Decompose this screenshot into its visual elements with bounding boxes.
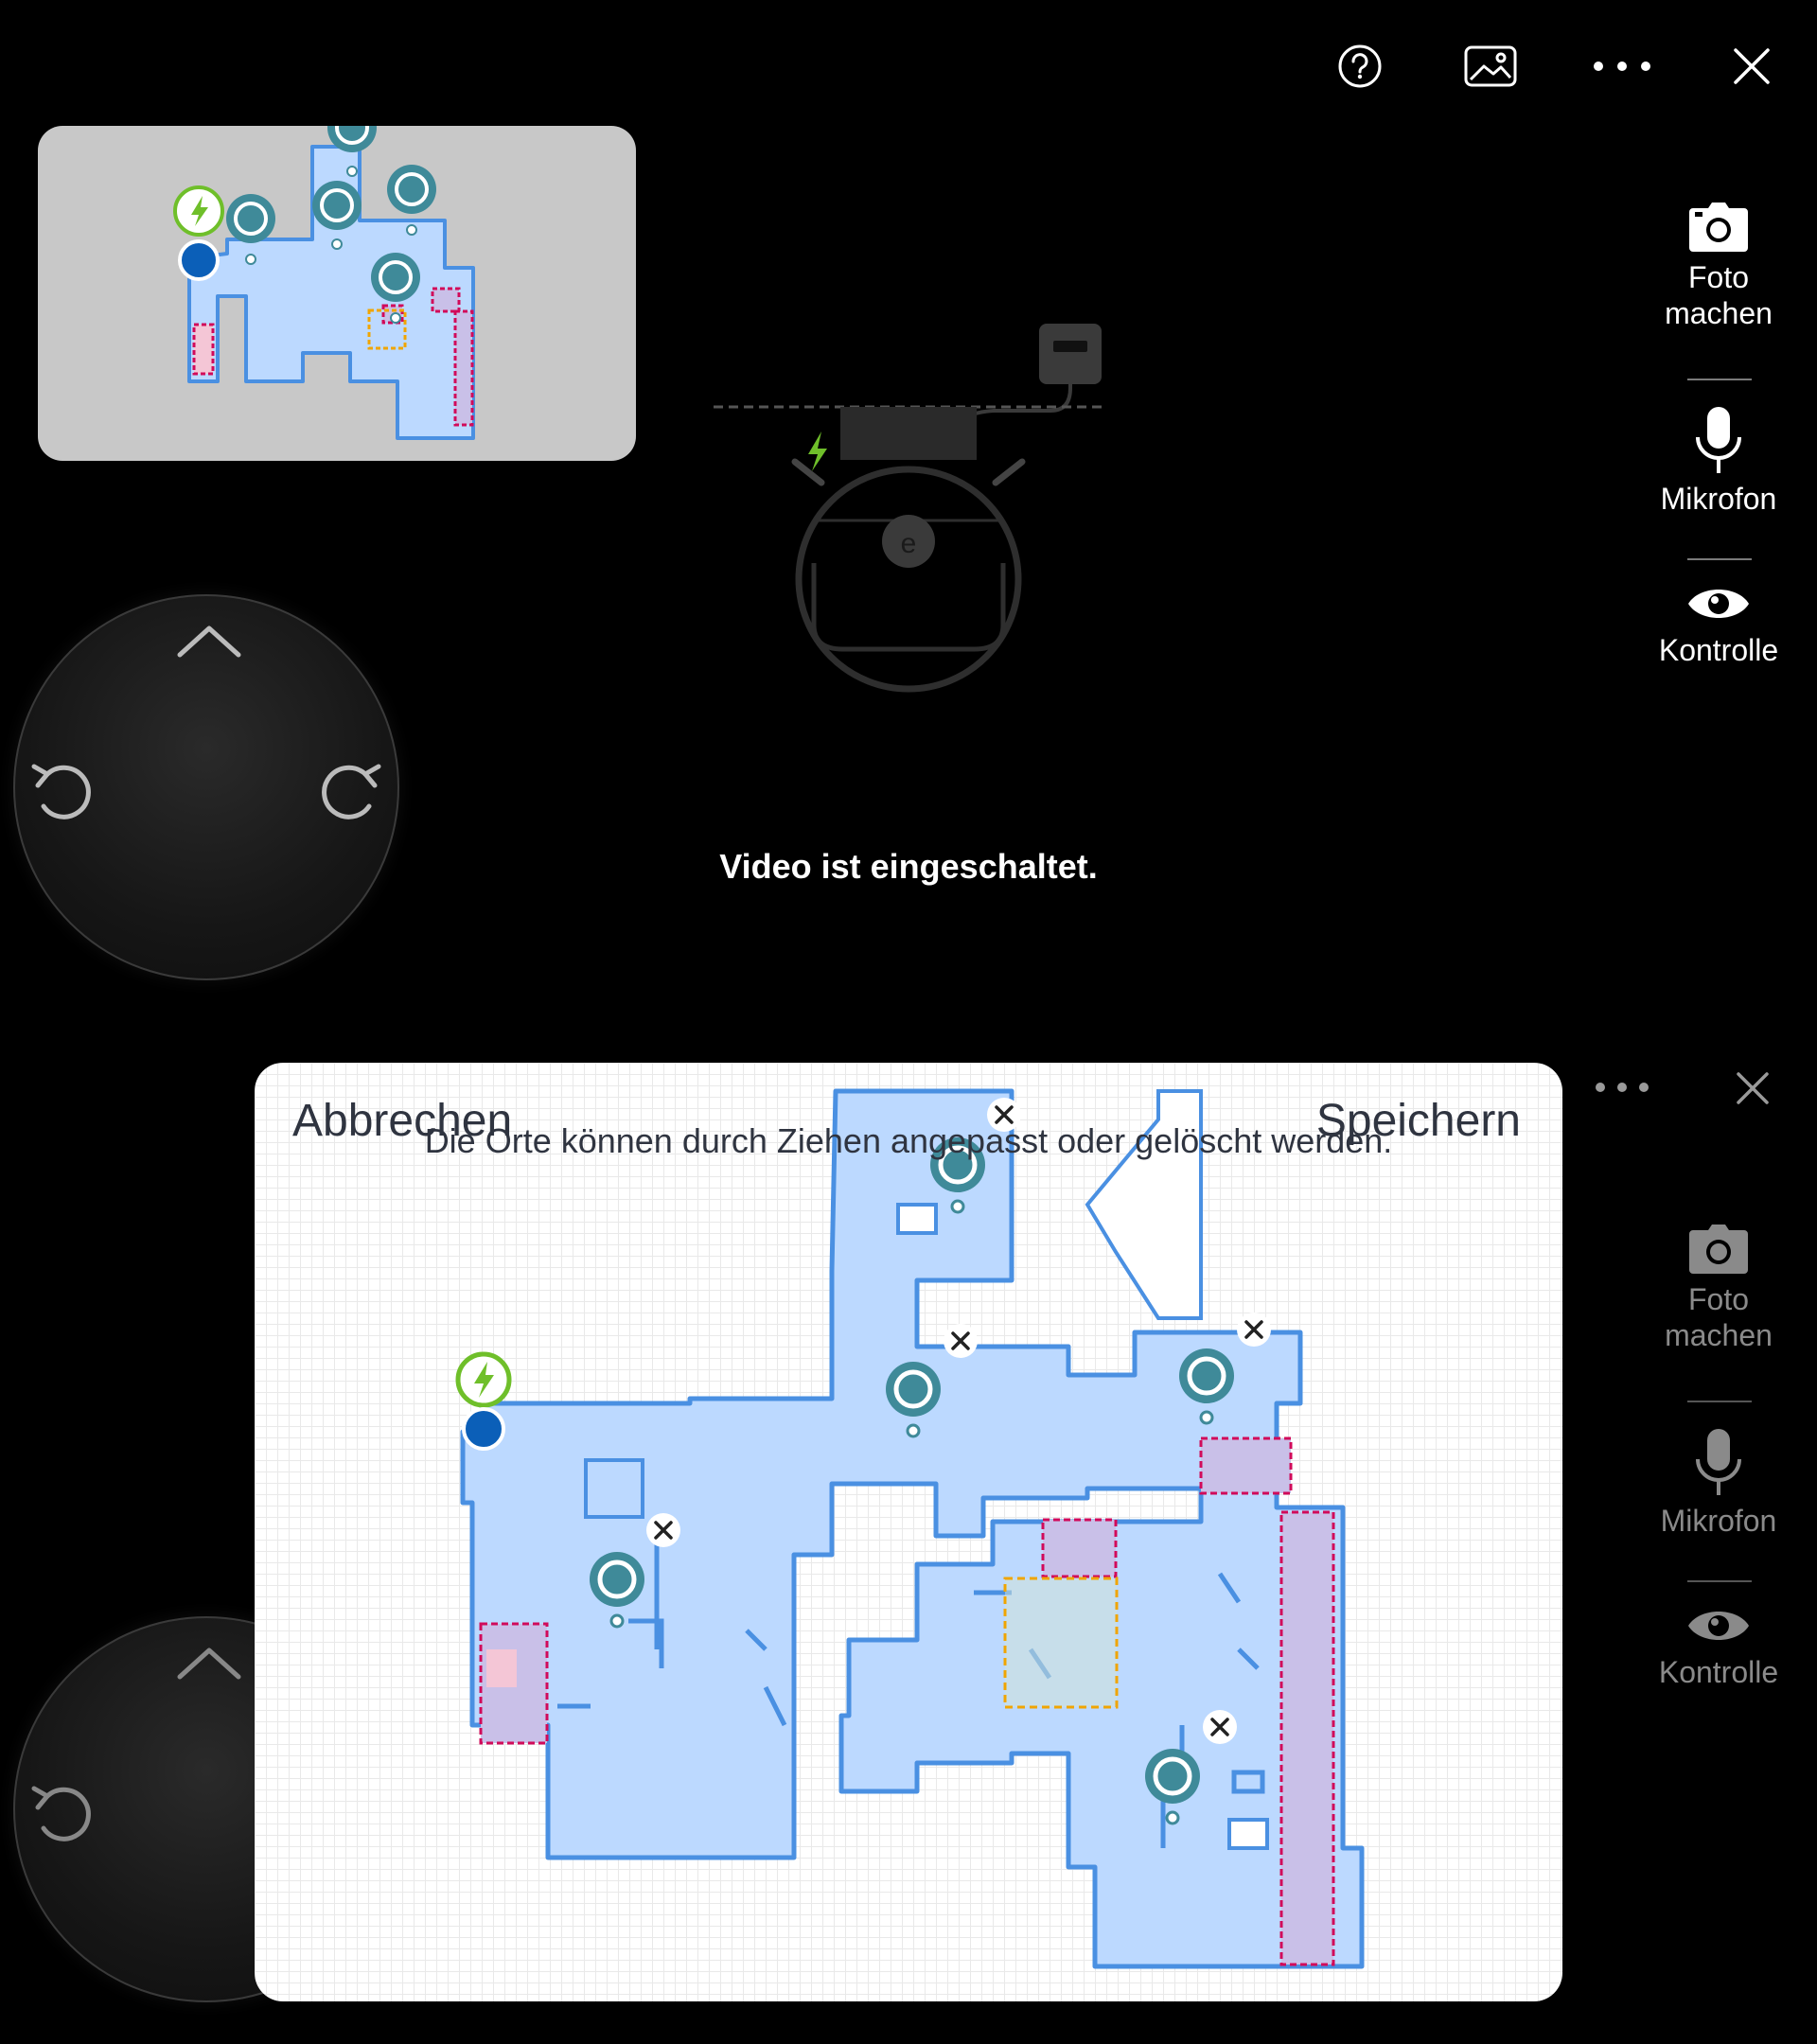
robot-docking-illustration: e [714,324,1103,693]
floor-map[interactable] [255,1063,1562,2001]
mop-zone [1003,1577,1119,1709]
no-go-zones [479,1436,1335,1966]
control-button[interactable]: Kontrolle [1647,581,1791,668]
camera-icon [1689,1225,1748,1274]
microphone-button-secondary[interactable]: Mikrofon [1647,1427,1791,1539]
delete-icon [1237,1313,1271,1347]
location-pin [590,1552,644,1629]
side-divider [1687,1401,1752,1402]
robot-position-icon [178,239,220,281]
microphone-label: Mikrofon [1660,1504,1777,1538]
mini-map-drawing [173,126,475,440]
location-pin [1179,1348,1234,1425]
microphone-icon [1696,1429,1741,1495]
side-divider [1687,1580,1752,1582]
robot-vacuum-icon: e [791,458,1026,693]
no-go-zone [1279,1510,1335,1966]
delete-icon [646,1513,680,1547]
charging-bolt-icon [808,432,827,471]
help-button[interactable] [1327,38,1393,95]
more-icon [1594,62,1650,71]
close-button[interactable] [1719,38,1785,95]
charger-icon [455,1351,512,1408]
map-edit-dialog: Abbrechen Speichern [255,1063,1562,2001]
charging-dock-icon [840,407,977,460]
delete-icon [987,1098,1021,1132]
delete-icon [1203,1710,1237,1744]
no-go-zone [1199,1436,1293,1495]
dialog-hint-text: Die Orte können durch Ziehen angepasst o… [424,1121,1393,1160]
robot-position-icon [462,1407,505,1451]
microphone-label: Mikrofon [1660,482,1777,516]
eye-icon [1688,590,1749,618]
more-icon [1596,1083,1649,1092]
delete-icon [944,1324,978,1358]
save-button[interactable]: Speichern [1315,1096,1521,1146]
camera-icon [1689,203,1748,252]
microphone-icon [1696,407,1741,473]
take-photo-label: Foto machen [1665,260,1773,330]
charger-icon [173,185,224,237]
no-go-zone [1041,1518,1118,1578]
more-button[interactable] [1589,38,1655,95]
microphone-button[interactable]: Mikrofon [1647,405,1791,517]
mini-map[interactable] [38,126,636,461]
help-icon [1338,44,1382,88]
wall-socket-icon [1039,324,1102,384]
control-label: Kontrolle [1658,1655,1779,1689]
unmapped-voids [584,1089,1269,1850]
side-divider [1687,379,1752,380]
location-pin [930,1137,985,1214]
cancel-button[interactable]: Abbrechen [292,1096,513,1146]
control-label: Kontrolle [1658,633,1779,667]
direction-joystick[interactable] [13,594,399,980]
gallery-icon [1464,45,1517,87]
svg-text:e: e [901,528,917,559]
location-pin [886,1362,941,1438]
location-pin [1145,1749,1200,1825]
take-photo-label: Foto machen [1665,1282,1773,1352]
delete-location-buttons [646,1098,1271,1744]
take-photo-button[interactable]: Foto machen [1647,201,1791,331]
no-go-zone-fill [486,1649,517,1687]
rotate-left-icon[interactable] [30,1779,93,1845]
eye-icon [1688,1612,1749,1640]
mini-map-pins [226,126,436,324]
close-icon-secondary[interactable] [1736,1071,1770,1110]
floor-area [460,1088,1365,1969]
rotate-left-icon[interactable] [30,757,93,823]
more-icon-secondary[interactable] [1594,1081,1650,1099]
video-status-message: Video ist eingeschaltet. [719,847,1098,886]
close-icon [1737,1072,1769,1104]
arrow-up-icon[interactable] [176,1645,242,1683]
arrow-up-icon[interactable] [176,623,242,661]
control-button-secondary[interactable]: Kontrolle [1647,1603,1791,1690]
side-divider [1687,558,1752,560]
location-pins [590,1137,1234,1825]
close-icon [1734,48,1770,84]
take-photo-button-secondary[interactable]: Foto machen [1647,1223,1791,1353]
gallery-button[interactable] [1457,38,1524,95]
rotate-right-icon[interactable] [320,757,382,823]
